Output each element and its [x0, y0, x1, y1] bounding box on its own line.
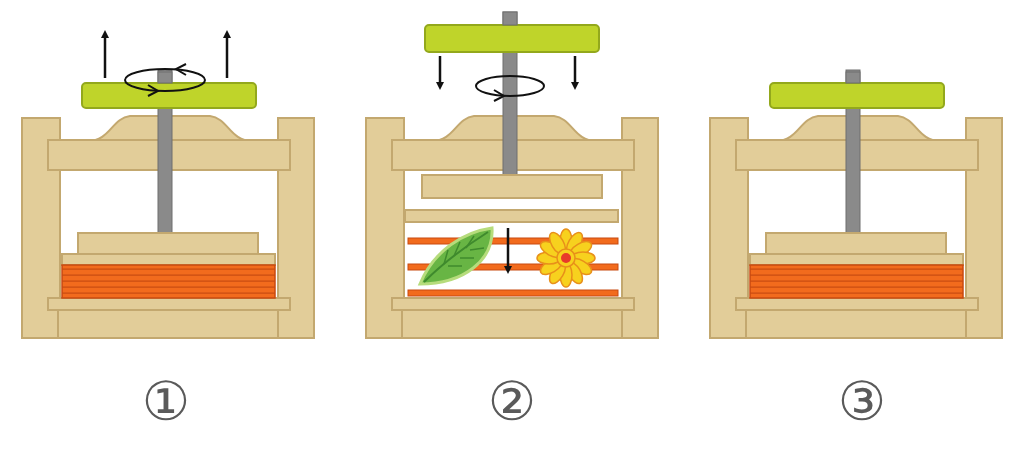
- callout-number: ②: [488, 375, 536, 429]
- callout-number: ③: [838, 375, 886, 429]
- callout-number: ①: [142, 375, 190, 429]
- press-closed: [710, 70, 1002, 338]
- press-closed: [22, 70, 314, 338]
- press-open: [366, 12, 658, 338]
